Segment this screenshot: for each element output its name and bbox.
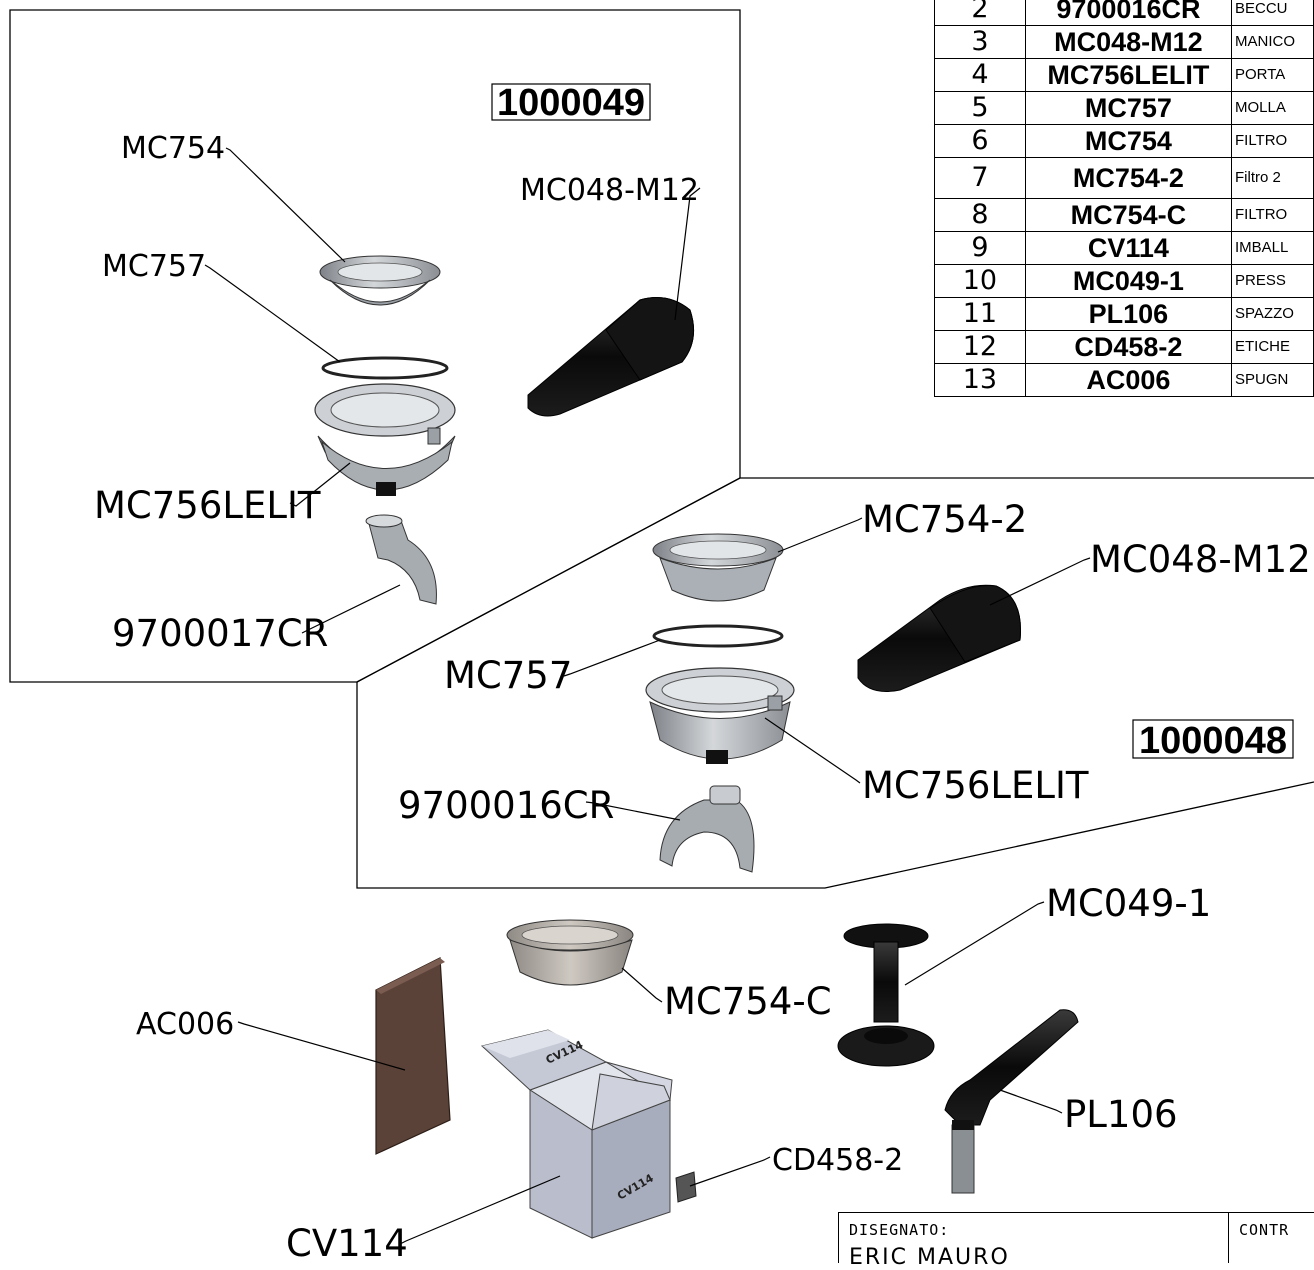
- bom-part-code: MC754: [1024, 124, 1233, 158]
- part-pl106-brush: [944, 1009, 1079, 1194]
- label-ac006: AC006: [136, 1007, 234, 1042]
- label-cv114: CV114: [286, 1222, 408, 1258]
- leader-pl106: [999, 1089, 1063, 1114]
- bom-part-code: AC006: [1024, 363, 1233, 397]
- label-cd458-2: CD458-2: [772, 1143, 903, 1178]
- bom-item-number: 2: [934, 0, 1026, 26]
- leader-k1-spout: [301, 584, 401, 634]
- label-mc049-1: MC049-1: [1046, 882, 1211, 925]
- part-9700016cr-spout: [659, 785, 755, 873]
- label-k2-mc754-2: MC754-2: [862, 498, 1027, 541]
- leader-k2-mc754-2: [777, 517, 863, 553]
- kit-1-id-box: [491, 83, 651, 121]
- part-mc757-spring-ring: [321, 356, 449, 380]
- label-k2-9700016cr: 9700016CR: [398, 784, 614, 827]
- bom-part-code: MC756LELIT: [1024, 58, 1233, 92]
- label-k1-mc754: MC754: [121, 131, 225, 166]
- part-mc756lelit-portafilter-kit2: [645, 667, 795, 764]
- label-k1-mc757: MC757: [102, 249, 206, 284]
- bom-part-code: MC048-M12: [1024, 25, 1233, 59]
- bom-item-number: 11: [934, 297, 1026, 331]
- leader-k2-mc757: [563, 639, 661, 677]
- leader-mc049: [904, 901, 1045, 986]
- part-ac006-sponge: [375, 957, 451, 1155]
- leader-ac006: [237, 1021, 406, 1071]
- part-9700017cr-spout: [365, 514, 437, 605]
- kit-2-id-box: [1132, 719, 1294, 759]
- label-k2-mc757: MC757: [444, 654, 572, 697]
- label-k2-mc756lelit: MC756LELIT: [862, 764, 1089, 807]
- label-k1-mc756lelit: MC756LELIT: [94, 484, 321, 527]
- leader-k2-mc756: [764, 717, 861, 784]
- bom-item-number: 10: [934, 264, 1026, 298]
- title-block-check-cell: CONTR: [1229, 1213, 1314, 1263]
- kit-frame-1000048: [356, 477, 1314, 889]
- part-mc754-filter-basket: [319, 255, 441, 306]
- bom-item-number: 4: [934, 58, 1026, 92]
- leader-k1-mc754: [225, 147, 346, 263]
- leader-k2-spout: [585, 801, 681, 821]
- part-mc049-1-tamper: [837, 923, 935, 1067]
- title-block: DISEGNATO: ERIC MAURO CONTR: [838, 1212, 1314, 1270]
- leader-k2-mc048: [989, 557, 1091, 606]
- bom-part-code: 9700016CR: [1024, 0, 1233, 26]
- leader-cd458: [689, 1156, 771, 1187]
- kit-2-id: 1000048: [1139, 720, 1287, 762]
- bom-description: FILTRO: [1231, 198, 1314, 232]
- bom-part-code: MC049-1: [1024, 264, 1233, 298]
- leader-mc754c: [621, 967, 663, 1003]
- label-k2-mc048-m12: MC048-M12: [1090, 538, 1311, 581]
- drawn-by-label: DISEGNATO:: [849, 1221, 950, 1239]
- kit-1-id: 1000049: [497, 82, 645, 124]
- bom-description: Filtro 2: [1231, 157, 1314, 199]
- part-mc757-spring-ring-kit2: [652, 624, 784, 648]
- part-mc754-c-blind-basket: [506, 919, 634, 986]
- bom-description: MANICO: [1231, 25, 1314, 59]
- leader-k1-mc756: [289, 462, 351, 507]
- leader-cv114: [399, 1175, 561, 1245]
- label-k1-9700017cr: 9700017CR: [112, 612, 328, 655]
- label-mc754-c: MC754-C: [664, 980, 832, 1023]
- label-k1-mc048-m12: MC048-M12: [520, 173, 699, 208]
- part-mc754-2-filter-basket: [652, 533, 784, 602]
- leader-k1-mc048: [674, 187, 701, 321]
- part-cd458-2-label: [675, 1171, 697, 1203]
- checked-by-label: CONTR: [1239, 1221, 1290, 1239]
- part-mc756lelit-portafilter: [314, 383, 456, 496]
- bom-description: IMBALL: [1231, 231, 1314, 265]
- part-mc048-m12-handle-kit2: [857, 584, 1021, 692]
- bom-description: MOLLA: [1231, 91, 1314, 125]
- bom-part-code: MC754-2: [1024, 157, 1233, 199]
- bom-item-number: 8: [934, 198, 1026, 232]
- bom-description: PORTA: [1231, 58, 1314, 92]
- bom-item-number: 13: [934, 363, 1026, 397]
- title-block-drawn-cell: DISEGNATO: ERIC MAURO: [839, 1213, 1229, 1270]
- part-mc048-m12-handle-kit1: [527, 297, 695, 417]
- bom-item-number: 9: [934, 231, 1026, 265]
- bom-description: SPUGN: [1231, 363, 1314, 397]
- bom-part-code: CV114: [1024, 231, 1233, 265]
- part-cv114-box: CV114 CV114: [480, 1029, 673, 1239]
- bom-part-code: MC757: [1024, 91, 1233, 125]
- leader-k1-mc757: [204, 264, 341, 363]
- label-pl106: PL106: [1064, 1093, 1178, 1136]
- bom-item-number: 3: [934, 25, 1026, 59]
- bom-item-number: 6: [934, 124, 1026, 158]
- bom-description: ETICHE: [1231, 330, 1314, 364]
